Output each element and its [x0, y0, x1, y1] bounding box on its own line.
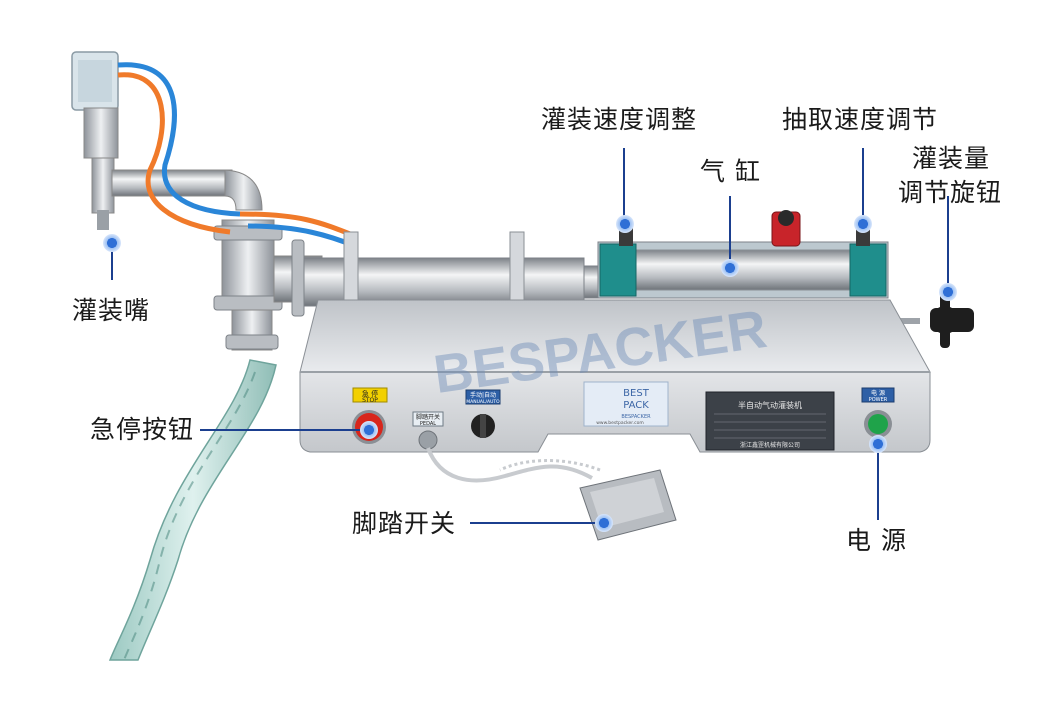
pedal-label-cn: 脚踏开关 [416, 413, 440, 421]
stop-label-cn: 急 停 [362, 389, 378, 398]
pedal-label-en: PEDAL [420, 421, 436, 427]
fill-speed-label: 灌装速度调整 [541, 105, 698, 134]
pedal-callout-dot [595, 514, 613, 532]
stop-label-en: STOP [362, 397, 378, 404]
mode-switch[interactable]: 手动|自动 MANUAL/AUTO [465, 389, 501, 438]
power-label-cn: 电 源 [871, 389, 885, 397]
power-label-en: POWER [869, 397, 888, 403]
foot-pedal [426, 447, 677, 541]
draw-speed-callout-dot [854, 215, 872, 233]
volume-knob-callout-dot [939, 283, 957, 301]
power-button[interactable]: 电 源 POWER [861, 387, 895, 438]
draw-speed-label: 抽取速度调节 [782, 105, 939, 134]
nozzle-label: 灌装嘴 [72, 296, 151, 325]
volume-knob-label-line1: 灌装量 [911, 144, 990, 173]
volume-knob-label-line2: 调节旋钮 [897, 178, 1002, 207]
nameplate: 半自动气动灌装机 浙江鑫罡机械有限公司 [705, 391, 835, 451]
logo-sub: BESPACKER [621, 414, 651, 420]
mode-label-en: MANUAL/AUTO [466, 399, 500, 405]
suction-hose [108, 359, 277, 661]
logo-line1: BEST [623, 388, 650, 399]
nameplate-title: 半自动气动灌装机 [738, 400, 802, 410]
fill-speed-callout-dot [616, 215, 634, 233]
website: www.bestpacker.com [596, 420, 644, 426]
estop-callout-dot [360, 421, 378, 439]
cylinder-label: 气 缸 [700, 157, 761, 186]
cylinder-callout-dot [721, 259, 739, 277]
brand-logo: BEST PACK BESPACKER www.bestpacker.com [583, 381, 669, 427]
callout-dots [103, 215, 957, 532]
estop-label: 急停按钮 [90, 415, 195, 444]
logo-line2: PACK [623, 400, 649, 411]
nozzle-callout-dot [103, 234, 121, 252]
mode-label-cn: 手动|自动 [470, 391, 496, 399]
callout-lines [111, 148, 949, 524]
nameplate-footer: 浙江鑫罡机械有限公司 [740, 441, 800, 449]
barrel-and-cylinder [303, 210, 974, 348]
filling-nozzle-assembly [71, 51, 356, 351]
pedal-label: 脚踏开关 [352, 509, 457, 538]
pedal-socket: 脚踏开关 PEDAL [412, 411, 444, 450]
power-callout-dot [869, 435, 887, 453]
power-label: 电 源 [846, 526, 907, 555]
